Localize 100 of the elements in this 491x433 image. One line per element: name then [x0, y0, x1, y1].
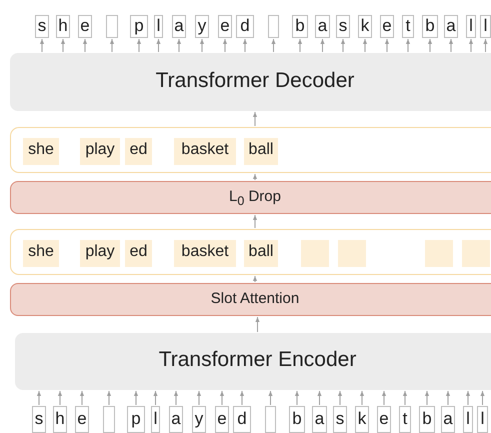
arrow: [60, 38, 66, 52]
character-box: l: [154, 15, 163, 38]
arrow: [240, 390, 244, 406]
character-box: t: [399, 406, 411, 433]
arrow: [338, 390, 342, 406]
character-box: s: [333, 406, 347, 433]
character-box: l: [466, 15, 476, 38]
arrow: [271, 38, 276, 52]
character-box: p: [130, 15, 148, 38]
arrow: [428, 38, 432, 52]
arrow: [406, 38, 410, 52]
character-box: a: [441, 406, 455, 433]
decoder-block: Transformer Decoder: [10, 53, 491, 111]
arrow: [483, 38, 488, 52]
character-box: b: [289, 406, 305, 433]
character-box: k: [355, 406, 369, 433]
arrow: [252, 112, 258, 126]
character-box: e: [380, 15, 394, 38]
character-box: k: [358, 15, 372, 38]
character-box: e: [215, 406, 229, 433]
slot-row-panel: [10, 127, 491, 173]
arrow: [424, 390, 430, 406]
slot-token: ball: [244, 138, 278, 165]
empty-slot: [301, 240, 329, 267]
arrow: [242, 38, 248, 52]
slot-token: basket: [174, 240, 236, 267]
empty-slot: [462, 240, 490, 267]
arrow: [222, 38, 228, 52]
character-box: [106, 15, 118, 38]
character-box: [268, 15, 279, 38]
character-box: y: [195, 15, 209, 38]
character-box: [103, 406, 115, 433]
arrow: [252, 174, 258, 180]
encoder-block: Transformer Encoder: [15, 333, 491, 390]
character-box: l: [151, 406, 160, 433]
slot-token: ball: [244, 240, 278, 267]
character-box: h: [53, 406, 67, 433]
character-box: s: [336, 15, 350, 38]
arrow: [384, 38, 390, 52]
arrow: [156, 38, 161, 52]
character-box: b: [422, 15, 438, 38]
arrow: [252, 214, 258, 228]
arrow: [153, 390, 158, 406]
arrow: [134, 390, 138, 406]
arrow: [136, 38, 142, 52]
arrow: [196, 390, 202, 406]
arrow: [360, 390, 364, 406]
slot-token: ed: [125, 138, 152, 165]
arrow: [252, 276, 258, 282]
character-box: t: [402, 15, 414, 38]
slot-token: play: [80, 138, 120, 165]
arrow: [340, 38, 346, 52]
arrow: [106, 390, 112, 406]
attention-layer-block: Slot Attention: [10, 283, 491, 316]
character-box: a: [315, 15, 330, 38]
slot-token: she: [23, 240, 59, 267]
arrow: [80, 390, 84, 406]
character-box: e: [75, 406, 89, 433]
arrow: [176, 38, 182, 52]
arrow: [40, 38, 44, 52]
empty-slot: [338, 240, 366, 267]
arrow: [268, 390, 273, 406]
character-box: a: [444, 15, 458, 38]
character-box: l: [477, 406, 488, 433]
arrow: [294, 390, 300, 406]
arrow: [480, 390, 485, 406]
empty-slot: [425, 240, 453, 267]
slot-token: play: [80, 240, 120, 267]
arrow: [446, 390, 450, 406]
character-box: e: [218, 15, 232, 38]
arrow: [402, 390, 408, 406]
arrow: [298, 38, 302, 52]
character-box: y: [192, 406, 206, 433]
character-box: h: [56, 15, 70, 38]
arrow: [362, 38, 368, 52]
arrow: [448, 38, 454, 52]
character-box: s: [32, 406, 46, 433]
character-box: [265, 406, 276, 433]
character-box: s: [35, 15, 49, 38]
arrow: [382, 390, 386, 406]
arrow: [110, 38, 114, 52]
character-box: d: [233, 406, 251, 433]
character-box: p: [127, 406, 145, 433]
arrow: [174, 390, 178, 406]
slot-row-panel: [10, 229, 491, 275]
arrow: [36, 390, 42, 406]
character-box: e: [377, 406, 391, 433]
character-box: d: [236, 15, 254, 38]
arrow: [58, 390, 62, 406]
character-box: b: [419, 406, 435, 433]
character-box: l: [480, 15, 491, 38]
slot-token: ed: [125, 240, 152, 267]
arrow: [82, 38, 88, 52]
character-box: a: [312, 406, 327, 433]
arrow: [200, 38, 204, 52]
arrow: [320, 38, 325, 52]
character-box: e: [78, 15, 92, 38]
arrow: [317, 390, 322, 406]
arrow: [220, 390, 224, 406]
slot-token: basket: [174, 138, 236, 165]
